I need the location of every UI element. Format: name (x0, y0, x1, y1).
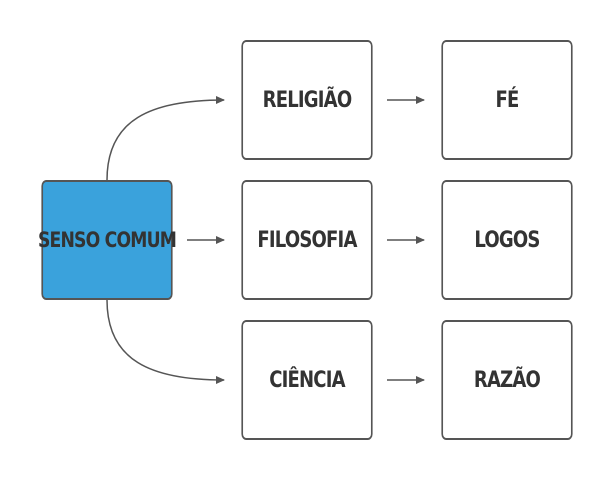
branch-node-label: RELIGIÃO (262, 87, 353, 113)
branch-node-ciencia: CIÊNCIA (241, 320, 373, 440)
root-node-label: SENSO COMUM (37, 228, 177, 252)
leaf-node-fe: FÉ (441, 40, 573, 160)
branch-node-label: CIÊNCIA (269, 367, 345, 393)
leaf-node-razao: RAZÃO (441, 320, 573, 440)
leaf-node-label: FÉ (495, 87, 519, 113)
branch-node-filosofia: FILOSOFIA (241, 180, 373, 300)
branch-node-religiao: RELIGIÃO (241, 40, 373, 160)
branch-node-label: FILOSOFIA (257, 227, 357, 253)
leaf-node-label: RAZÃO (473, 367, 541, 393)
edge-root-religiao (106, 96, 225, 181)
leaf-node-logos: LOGOS (441, 180, 573, 300)
leaf-node-label: LOGOS (474, 227, 540, 253)
edge-root-ciencia (106, 299, 225, 384)
root-node-senso-comum: SENSO COMUM (38, 180, 177, 300)
